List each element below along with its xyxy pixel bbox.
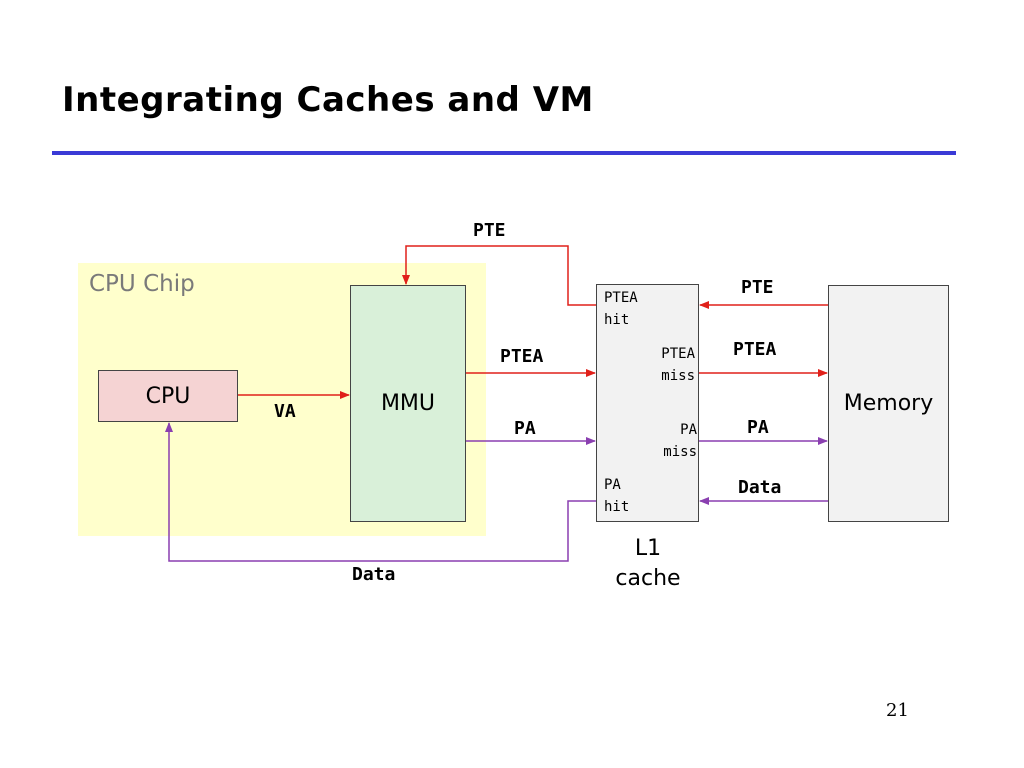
cpu-box: CPU	[98, 370, 238, 422]
l1-pa-hit-line2: hit	[604, 499, 630, 515]
slide-title: Integrating Caches and VM	[62, 80, 594, 120]
label-pte-top: PTE	[473, 220, 506, 241]
data-l1-cpu-arrow	[165, 422, 596, 562]
title-rule	[52, 151, 956, 155]
page-number: 21	[886, 700, 909, 721]
l1-pa-miss-line2: miss	[663, 444, 697, 460]
label-pa-mmu-l1: PA	[514, 418, 536, 439]
label-pte-mem-l1: PTE	[741, 277, 774, 298]
memory-box: Memory	[828, 285, 949, 522]
label-ptea-l1-mem: PTEA	[733, 339, 777, 360]
label-ptea-mmu-l1: PTEA	[500, 346, 544, 367]
l1-cache-caption: L1 cache	[600, 534, 696, 594]
cpu-label: CPU	[145, 383, 191, 409]
l1-ptea-hit-line2: hit	[604, 312, 630, 328]
l1-caption-line1: L1	[634, 536, 662, 561]
l1-pa-miss: PA miss	[646, 419, 697, 463]
l1-ptea-hit: PTEA hit	[604, 287, 638, 331]
pte-top-arrow	[402, 245, 596, 306]
l1-ptea-miss: PTEA miss	[646, 343, 695, 387]
mmu-label: MMU	[380, 391, 436, 416]
l1-ptea-hit-line1: PTEA	[604, 290, 638, 306]
cpu-chip-label: CPU Chip	[89, 271, 195, 297]
l1-ptea-miss-line1: PTEA	[661, 346, 695, 362]
label-data-mem-l1: Data	[738, 477, 782, 498]
l1-pa-hit: PA hit	[604, 474, 629, 518]
l1-ptea-miss-line2: miss	[661, 368, 695, 384]
memory-label: Memory	[843, 391, 934, 416]
l1-caption-line2: cache	[615, 566, 681, 591]
mmu-box: MMU	[350, 285, 466, 522]
l1-pa-miss-line1: PA	[680, 422, 697, 438]
label-va: VA	[274, 401, 296, 422]
label-pa-l1-mem: PA	[747, 417, 769, 438]
l1-cache-box	[596, 284, 699, 522]
l1-pa-hit-line1: PA	[604, 477, 621, 493]
label-data-bottom: Data	[352, 564, 396, 585]
